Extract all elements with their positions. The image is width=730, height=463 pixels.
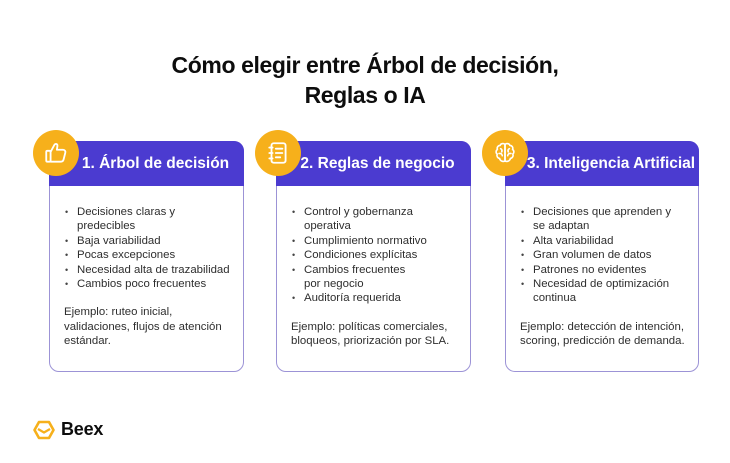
criteria-list: Decisiones que aprenden y se adaptan Alt… xyxy=(520,205,688,306)
card-artificial-intelligence: 3. Inteligencia Artificial Decisiones qu… xyxy=(505,141,699,372)
list-item: Pocas excepciones xyxy=(64,248,233,263)
list-item: Cambios frecuentes por negocio xyxy=(291,263,460,292)
example-text: Ejemplo: políticas comerciales, bloqueos… xyxy=(291,320,450,348)
list-item: Decisiones claras y predecibles xyxy=(64,205,233,234)
notebook-icon xyxy=(255,130,301,176)
criteria-list: Control y gobernanza operativa Cumplimie… xyxy=(291,205,460,306)
card-business-rules: 2. Reglas de negocio Control y gobernanz… xyxy=(276,141,471,372)
list-item: Necesidad de optimización continua xyxy=(520,277,688,306)
card-decision-tree: 1. Árbol de decisión Decisiones claras y… xyxy=(49,141,244,372)
list-item: Baja variabilidad xyxy=(64,234,233,249)
example-text: Ejemplo: detección de intención, scoring… xyxy=(520,320,685,348)
beex-hexagon-icon xyxy=(33,420,55,439)
card-header: 1. Árbol de decisión xyxy=(49,141,244,186)
card-title: 1. Árbol de decisión xyxy=(81,154,230,172)
logo-text: Beex xyxy=(61,419,104,439)
title-line-1: Cómo elegir entre Árbol de decisión, xyxy=(171,52,559,78)
list-item: Patrones no evidentes xyxy=(520,263,688,278)
example-text: Ejemplo: ruteo inicial, validaciones, fl… xyxy=(64,306,222,348)
card-body: Decisiones que aprenden y se adaptan Alt… xyxy=(520,205,688,349)
list-item: Auditoría requerida xyxy=(291,291,460,306)
list-item: Decisiones que aprenden y se adaptan xyxy=(520,205,688,234)
title-line-2: Reglas o IA xyxy=(304,82,426,108)
brain-icon xyxy=(482,130,528,176)
list-item: Control y gobernanza operativa xyxy=(291,205,460,234)
card-body: Decisiones claras y predecibles Baja var… xyxy=(64,205,233,349)
page-title: Cómo elegir entre Árbol de decisión, Reg… xyxy=(0,50,730,110)
list-item: Alta variabilidad xyxy=(520,234,688,249)
list-item: Condiciones explícitas xyxy=(291,248,460,263)
list-item: Gran volumen de datos xyxy=(520,248,688,263)
card-header: 3. Inteligencia Artificial xyxy=(505,141,699,186)
list-item: Necesidad alta de trazabilidad xyxy=(64,263,233,278)
card-title: 3. Inteligencia Artificial xyxy=(526,154,696,172)
thumbs-up-icon xyxy=(33,130,79,176)
beex-logo: Beex xyxy=(33,419,103,440)
card-body: Control y gobernanza operativa Cumplimie… xyxy=(291,205,460,349)
criteria-list: Decisiones claras y predecibles Baja var… xyxy=(64,205,233,292)
list-item: Cumplimiento normativo xyxy=(291,234,460,249)
list-item: Cambios poco frecuentes xyxy=(64,277,233,292)
card-title: 2. Reglas de negocio xyxy=(300,154,455,172)
card-header: 2. Reglas de negocio xyxy=(276,141,471,186)
